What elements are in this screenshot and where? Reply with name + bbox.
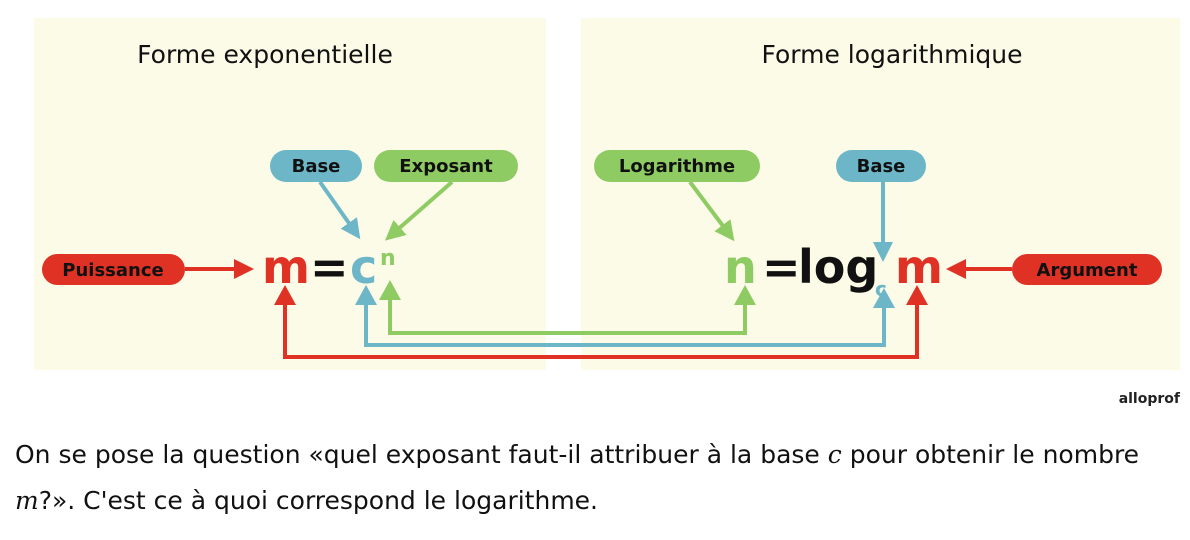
logarithm-label: Logarithme bbox=[594, 150, 760, 182]
explanation-paragraph: On se pose la question «quel exposant fa… bbox=[15, 432, 1185, 524]
alloprof-logo: alloprof bbox=[1119, 391, 1181, 407]
base-subscript-c: c bbox=[875, 277, 887, 301]
logarithm-arrow bbox=[688, 180, 735, 242]
exponential-title: Forme exponentielle bbox=[137, 40, 393, 69]
base-c: c bbox=[350, 240, 377, 294]
base-link-arrow bbox=[364, 300, 886, 347]
base-label-left: Base bbox=[270, 150, 362, 182]
paragraph-text: ?». C'est ce à quoi correspond le logari… bbox=[38, 486, 598, 515]
paragraph-text: On se pose la question «quel exposant fa… bbox=[15, 440, 828, 469]
base-arrow-left bbox=[318, 180, 361, 240]
base-label-right: Base bbox=[836, 150, 926, 182]
exponent-arrow bbox=[384, 180, 454, 241]
equals-sign: = bbox=[310, 240, 349, 294]
logarithmic-panel bbox=[581, 18, 1180, 370]
logarithm-diagram: Forme exponentielle Forme logarithmique … bbox=[34, 18, 1181, 407]
svg-text:Argument: Argument bbox=[1037, 260, 1138, 281]
power-link-arrow bbox=[283, 300, 919, 359]
exponent-n: n bbox=[380, 246, 396, 271]
argument-m: m bbox=[895, 240, 943, 294]
svg-text:Logarithme: Logarithme bbox=[619, 156, 735, 177]
variable-c: c bbox=[827, 440, 842, 469]
up-arrowheads bbox=[274, 280, 928, 308]
log-operator: log bbox=[798, 240, 878, 294]
power-label: Puissance bbox=[42, 254, 185, 285]
power-m: m bbox=[262, 240, 310, 294]
logarithmic-title: Forme logarithmique bbox=[762, 40, 1023, 69]
svg-text:Puissance: Puissance bbox=[62, 260, 163, 281]
exponential-panel bbox=[34, 18, 546, 370]
exponent-label: Exposant bbox=[374, 150, 518, 182]
svg-text:Base: Base bbox=[292, 156, 341, 177]
logarithm-n: n bbox=[724, 240, 757, 294]
equals-sign: = bbox=[762, 240, 801, 294]
exponent-link-arrow bbox=[388, 300, 747, 335]
svg-text:Base: Base bbox=[857, 156, 906, 177]
variable-m: m bbox=[15, 486, 39, 515]
svg-text:Exposant: Exposant bbox=[399, 156, 493, 177]
argument-label: Argument bbox=[1012, 254, 1162, 285]
paragraph-text: pour obtenir le nombre bbox=[841, 440, 1140, 469]
